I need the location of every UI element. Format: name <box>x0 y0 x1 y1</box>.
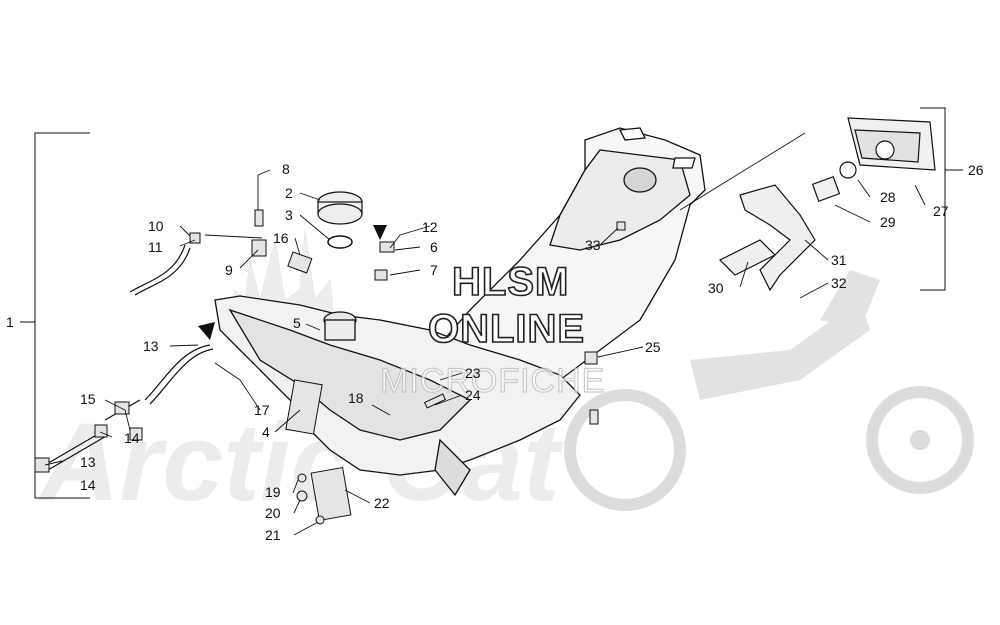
callout-19: 19 <box>265 484 281 500</box>
callout-33: 33 <box>585 237 601 253</box>
callout-11: 11 <box>148 239 163 255</box>
callout-25: 25 <box>645 339 661 355</box>
callout-30: 30 <box>708 280 724 296</box>
watermark-line1: HLSM <box>452 260 569 304</box>
rear-wheel-watermark <box>866 386 974 494</box>
callout-8: 8 <box>282 161 290 177</box>
callout-17: 17 <box>254 402 270 418</box>
callout-21: 21 <box>265 527 281 543</box>
callout-31: 31 <box>831 252 847 268</box>
callout-18: 18 <box>348 390 364 406</box>
callout-3: 3 <box>285 207 293 223</box>
callout-13-lower: 13 <box>80 454 96 470</box>
callout-10: 10 <box>148 218 164 234</box>
callout-14-lower: 14 <box>80 477 96 493</box>
callout-22: 22 <box>374 495 390 511</box>
callout-13-upper: 13 <box>143 338 159 354</box>
callout-26: 26 <box>968 162 984 178</box>
front-wheel-watermark <box>564 389 686 511</box>
callout-4: 4 <box>262 424 270 440</box>
cap-gasket <box>327 235 353 249</box>
watermark-line2: ONLINE <box>428 307 585 351</box>
callout-27: 27 <box>933 203 949 219</box>
callout-9: 9 <box>225 262 233 278</box>
callouts: 1 2 3 4 5 6 7 8 9 10 11 12 13 13 14 14 1… <box>6 161 984 543</box>
callout-32: 32 <box>831 275 847 291</box>
callout-1: 1 <box>6 314 14 330</box>
watermark: HLSM ONLINE MICROFICHE <box>379 259 605 400</box>
callout-5: 5 <box>293 315 301 331</box>
callout-6: 6 <box>430 239 438 255</box>
callout-28: 28 <box>880 189 896 205</box>
callout-24: 24 <box>465 387 481 403</box>
fuel-tank <box>214 295 581 497</box>
callout-14-upper: 14 <box>124 430 140 446</box>
fittings <box>34 209 626 525</box>
callout-20: 20 <box>265 505 281 521</box>
mounting-bracket <box>718 184 816 292</box>
callout-7: 7 <box>430 262 438 278</box>
leader-lines <box>44 132 926 536</box>
fuel-cap <box>317 191 363 225</box>
bracket-assembly-1 <box>20 132 90 499</box>
taillight-assembly <box>811 117 936 202</box>
callout-15: 15 <box>80 391 96 407</box>
callout-16: 16 <box>273 230 289 246</box>
bracket-assembly-26 <box>920 107 963 291</box>
orientation-triangles <box>198 225 387 340</box>
callout-29: 29 <box>880 214 896 230</box>
callout-12: 12 <box>422 219 438 235</box>
watermark-line3: MICROFICHE <box>380 362 605 400</box>
fuel-opening <box>623 167 657 193</box>
callout-2: 2 <box>285 185 293 201</box>
callout-23: 23 <box>465 365 481 381</box>
